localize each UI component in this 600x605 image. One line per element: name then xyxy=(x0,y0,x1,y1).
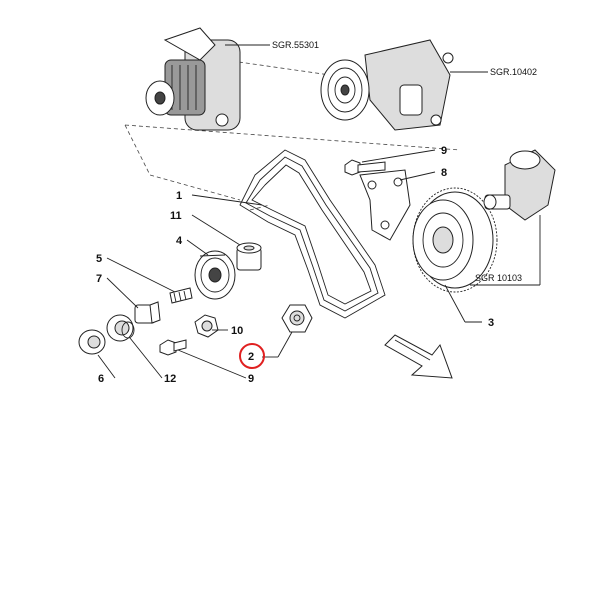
water-pump-reference-label: SGR.10402 xyxy=(490,67,537,77)
callout-8[interactable]: 8 xyxy=(441,167,447,179)
callout-3[interactable]: 3 xyxy=(488,317,494,329)
water-pump-reference: SGR.10402 xyxy=(450,67,537,77)
idler-pulley-part-4 xyxy=(194,250,236,300)
callout-1[interactable]: 1 xyxy=(176,190,182,202)
alternator-reference-label: SGR.55301 xyxy=(272,40,319,50)
callout-2[interactable]: 2 xyxy=(248,351,254,363)
callout-6[interactable]: 6 xyxy=(98,373,104,385)
nut-part-2[interactable] xyxy=(281,304,313,333)
callout-11[interactable]: 11 xyxy=(170,210,182,222)
callout-10[interactable]: 10 xyxy=(231,325,243,337)
bolt-part-9-top xyxy=(344,159,386,176)
water-pump-drawing xyxy=(320,39,454,131)
bolt-part-9-bottom xyxy=(159,339,187,356)
leader-lines xyxy=(97,149,482,379)
washer-part-12 xyxy=(106,314,135,342)
alternator-drawing xyxy=(145,27,241,131)
nut-part-10 xyxy=(194,314,219,338)
callout-9-top[interactable]: 9 xyxy=(441,145,447,157)
callout-5[interactable]: 5 xyxy=(96,253,102,265)
serpentine-belt xyxy=(239,149,386,319)
alternator-reference: SGR.55301 xyxy=(225,40,319,50)
bolt-part-5 xyxy=(169,287,193,304)
callout-9-bottom[interactable]: 9 xyxy=(248,373,254,385)
spacer-part-11 xyxy=(236,242,262,271)
crankshaft-reference: SGR 10103 xyxy=(470,215,541,286)
washer-part-6 xyxy=(78,329,106,355)
callout-7[interactable]: 7 xyxy=(96,273,102,285)
belt-direction-arrow xyxy=(384,334,453,379)
spacer-part-7 xyxy=(134,301,161,324)
assembly-reference-lines xyxy=(124,59,461,211)
crankshaft-reference-label: SGR 10103 xyxy=(475,273,522,283)
bracket-part-8 xyxy=(359,169,411,241)
highlight-ring xyxy=(239,343,265,369)
callout-12[interactable]: 12 xyxy=(164,373,176,385)
crankshaft-end xyxy=(483,149,556,221)
callout-4[interactable]: 4 xyxy=(176,235,183,247)
crankshaft-pulley xyxy=(412,187,498,293)
